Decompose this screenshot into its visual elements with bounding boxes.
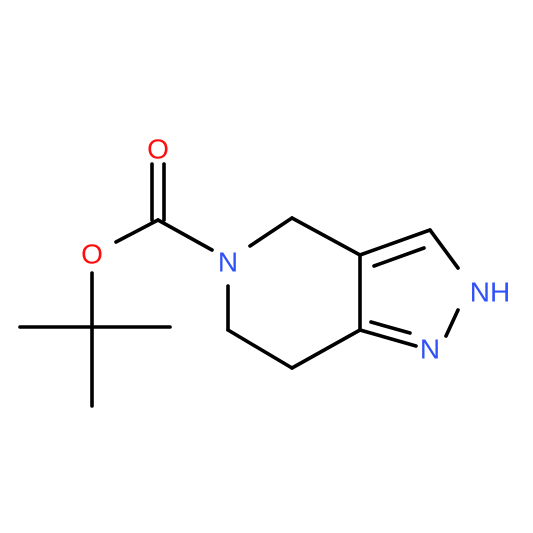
bond-c7a-c7 xyxy=(290,328,362,370)
bond-c3a-c3 xyxy=(358,228,432,257)
bond-c3-nh xyxy=(428,228,460,270)
ring-nitrogen-label: N xyxy=(218,246,238,277)
bond-o-carbonyl-c xyxy=(114,218,160,244)
ester-oxygen-label: O xyxy=(81,238,103,269)
bond-c7-c6 xyxy=(226,328,294,370)
bond-c3a-c3-inner xyxy=(372,246,426,268)
bond-n-c4 xyxy=(248,216,294,248)
pyrazole-nitrogen-label: N xyxy=(420,333,440,364)
carbonyl-oxygen-label: O xyxy=(147,133,169,164)
bond-n-c7a-inner xyxy=(369,320,412,335)
bond-carbonyl-n xyxy=(156,218,214,252)
bond-nh-n xyxy=(444,308,460,338)
bond-c4-c3a xyxy=(290,216,362,257)
pyrazole-nh-label: NH xyxy=(470,276,510,307)
bond-n-c7a xyxy=(358,328,418,348)
